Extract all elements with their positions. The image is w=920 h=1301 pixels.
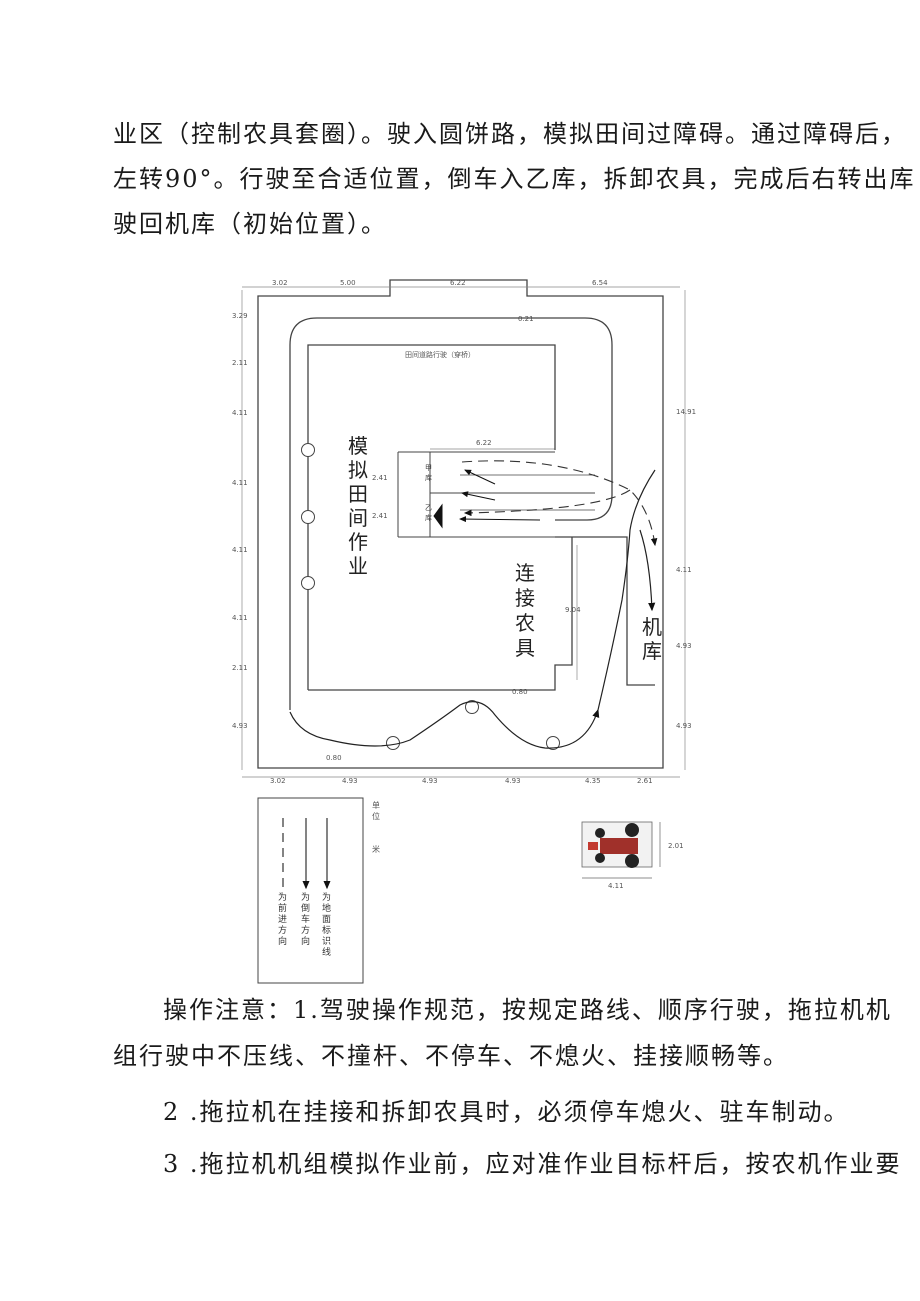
note-line-1: 操作注意：1.驾驶操作规范，按规定路线、顺序行驶，拖拉机机 xyxy=(163,996,892,1024)
garage-label-char-1: 机 xyxy=(642,615,662,639)
dim-inner-6: 0.80 xyxy=(512,688,528,696)
note-line-2: 组行驶中不压线、不撞杆、不停车、不熄火、挂接顺畅等。 xyxy=(113,1042,789,1070)
dim-left-2: 2.11 xyxy=(232,359,248,367)
bay-labels: 甲 库 乙 库 xyxy=(425,464,432,522)
dim-left-7: 2.11 xyxy=(232,664,248,672)
legend-line-3: 为地面标识线 xyxy=(322,891,331,958)
dim-bottom-4: 4.93 xyxy=(505,777,521,785)
field-label-char-6: 业 xyxy=(348,554,368,578)
road-lanes xyxy=(289,317,655,710)
dim-left-1: 3.29 xyxy=(232,312,248,320)
unit-label: 单位米 xyxy=(372,800,380,854)
note-item-2: 2 .拖拉机在挂接和拆卸农具时，必须停车熄火、驻车制动。 xyxy=(163,1098,850,1126)
dim-left-6: 4.11 xyxy=(232,614,248,622)
dim-inner-4: 2.41 xyxy=(372,512,388,520)
intro-line-2: 左转90°。行驶至合适位置，倒车入乙库，拆卸农具，完成后右转出库 xyxy=(113,165,916,193)
dim-bottom-6: 2.61 xyxy=(637,777,653,785)
dim-right-2: 4.11 xyxy=(676,566,692,574)
forward-path xyxy=(289,469,656,749)
tractor-width: 2.01 xyxy=(668,842,684,850)
garage-label: 机 库 xyxy=(642,615,662,663)
dim-left-3: 4.11 xyxy=(232,409,248,417)
outer-boundary xyxy=(257,279,664,769)
dim-left-5: 4.11 xyxy=(232,546,248,554)
dim-right-1: 14.91 xyxy=(676,408,696,416)
bay-b-char-1: 乙 xyxy=(425,504,432,512)
field-label-char-4: 间 xyxy=(348,506,368,530)
dim-right-3: 4.93 xyxy=(676,642,692,650)
field-label-char-5: 作 xyxy=(348,530,368,554)
dim-top-4: 6.54 xyxy=(592,279,608,287)
dim-bottom-5: 4.35 xyxy=(585,777,601,785)
tractor-sketch: 2.01 4.11 xyxy=(581,821,684,890)
dim-left-4: 4.11 xyxy=(232,479,248,487)
tractor-length: 4.11 xyxy=(608,882,624,890)
dim-top-1: 3.02 xyxy=(272,279,288,287)
connect-label-char-2: 接 xyxy=(515,586,535,610)
bay-arrows xyxy=(433,469,541,529)
connect-label-char-4: 具 xyxy=(515,636,535,660)
field-label-char-1: 模 xyxy=(348,434,368,458)
dim-left-8: 4.93 xyxy=(232,722,248,730)
dim-inner-5: 9.04 xyxy=(565,606,581,614)
dim-inner-1: 0.21 xyxy=(518,315,534,323)
road-label: 田间道路行驶（穿桥） xyxy=(405,350,475,359)
dim-right-4: 4.93 xyxy=(676,722,692,730)
note-item-3: 3 .拖拉机机组模拟作业前，应对准作业目标杆后，按农机作业要 xyxy=(163,1150,902,1178)
field-label: 模 拟 田 间 作 业 xyxy=(348,434,368,578)
bay-a-char-1: 甲 xyxy=(425,464,432,472)
dimension-lines xyxy=(241,286,686,778)
legend-line-2: 为倒车方向 xyxy=(301,891,310,947)
intro-line-3: 驶回机库（初始位置）。 xyxy=(113,210,387,238)
bay-a-char-2: 库 xyxy=(425,473,432,482)
dim-top-3: 6.22 xyxy=(450,279,466,287)
dim-bottom-3: 4.93 xyxy=(422,777,438,785)
dim-inner-2: 6.22 xyxy=(476,439,492,447)
legend-line-1: 为前进方向 xyxy=(278,891,287,947)
connect-label-char-3: 农 xyxy=(515,611,535,635)
dim-inner-7: 0.80 xyxy=(326,754,342,762)
dim-bottom-1: 3.02 xyxy=(270,777,286,785)
dim-inner-3: 2.41 xyxy=(372,474,388,482)
garage-label-char-2: 库 xyxy=(642,639,662,663)
bay-b-char-2: 库 xyxy=(425,513,432,522)
connect-label-char-1: 连 xyxy=(515,561,535,585)
connect-label: 连 接 农 具 xyxy=(515,561,535,660)
field-label-char-2: 拟 xyxy=(348,458,368,482)
poles xyxy=(301,443,560,750)
field-label-char-3: 田 xyxy=(348,482,368,506)
intro-line-1: 业区（控制农具套圈）。驶入圆饼路，模拟田间过障碍。通过障碍后， xyxy=(113,120,907,148)
dim-bottom-2: 4.93 xyxy=(342,777,358,785)
reverse-path xyxy=(461,460,658,547)
legend-box: 为前进方向 为倒车方向 为地面标识线 单位米 xyxy=(257,797,380,984)
dim-top-2: 5.00 xyxy=(340,279,356,287)
dimension-texts: 3.02 5.00 6.22 6.54 3.29 2.11 4.11 4.11 … xyxy=(232,279,696,785)
